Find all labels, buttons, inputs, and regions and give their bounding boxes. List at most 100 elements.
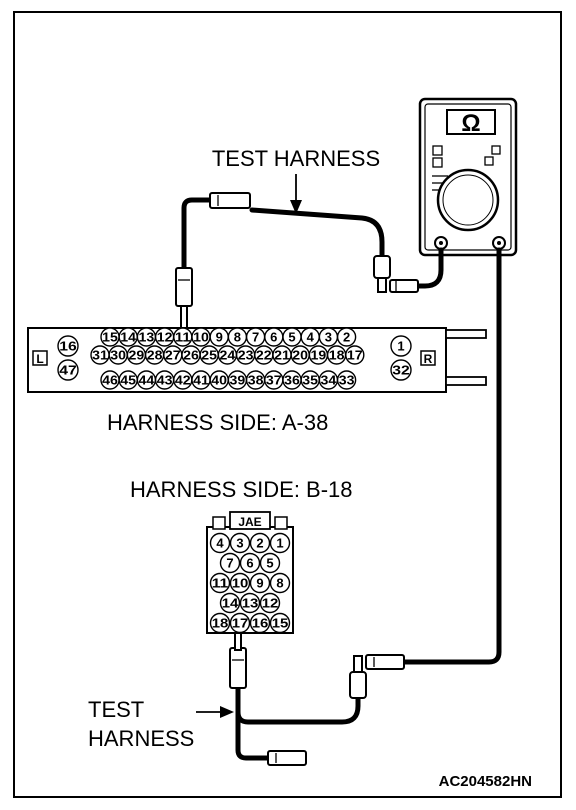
a38-pin-38-label: 38 [248, 373, 264, 388]
a38-pin-25: 25 [199, 345, 219, 365]
a38-pin-39: 39 [227, 370, 248, 390]
a38-pin-45: 45 [118, 370, 138, 390]
a38-pin-18-label: 18 [329, 348, 345, 363]
ohm-symbol: Ω [461, 110, 480, 137]
a38-pin-7: 7 [245, 327, 266, 347]
a38-pin-28-label: 28 [147, 348, 163, 363]
a38-pin-9: 9 [209, 327, 229, 347]
a38-pin-8: 8 [227, 327, 248, 347]
a38-pin-29-label: 29 [129, 348, 145, 363]
a38-pin-16-label: 16 [59, 339, 77, 354]
b18-pin-6-label: 6 [246, 556, 253, 571]
a38-pin-20-label: 20 [292, 348, 308, 363]
a38-pin-13: 13 [136, 327, 157, 347]
a38-pin-3-label: 3 [325, 330, 332, 345]
a38-pin-25-label: 25 [201, 348, 217, 363]
arrow-down-icon [290, 174, 302, 214]
a38-pin-31-label: 31 [92, 348, 108, 363]
a38-pin-37: 37 [264, 370, 284, 390]
b18-pin-1-label: 1 [276, 536, 283, 551]
a38-pin-26-label: 26 [183, 348, 199, 363]
b18-pin-2-label: 2 [256, 536, 263, 551]
a38-pin-43: 43 [154, 370, 175, 390]
connector-b18-tag: JAE [238, 515, 261, 529]
a38-pin-2-label: 2 [343, 330, 350, 345]
a38-pin-30-label: 30 [110, 348, 126, 363]
b18-pin-8: 8 [269, 572, 291, 594]
a38-pin-40-label: 40 [211, 373, 227, 388]
b18-pin-8-label: 8 [276, 576, 283, 591]
a38-pin-26: 26 [181, 345, 201, 365]
a38-pin-44-label: 44 [139, 373, 156, 388]
a38-pin-43-label: 43 [157, 373, 173, 388]
b18-pin-13-label: 13 [242, 596, 259, 611]
a38-pin-11: 11 [173, 327, 193, 347]
harness-side-a38-label: HARNESS SIDE: A-38 [107, 410, 328, 435]
b18-pin-17: 17 [229, 612, 251, 634]
harness-side-b18-label: HARNESS SIDE: B-18 [130, 477, 353, 502]
b18-pin-18: 18 [209, 612, 231, 634]
a38-pin-46: 46 [100, 370, 120, 390]
a38-pin-28: 28 [144, 345, 165, 365]
b18-pin-12-label: 12 [262, 596, 279, 611]
top-harness-plugs [175, 192, 419, 329]
a38-pin-23: 23 [235, 345, 256, 365]
a38-pin-31: 31 [90, 345, 110, 365]
a38-pin-30: 30 [108, 345, 128, 365]
b18-pin-9-label: 9 [256, 576, 263, 591]
a38-pin-10: 10 [191, 327, 211, 347]
a38-pin-18: 18 [326, 345, 347, 365]
a38-pin-15: 15 [100, 327, 120, 347]
b18-pin-5-label: 5 [266, 556, 273, 571]
a38-pin-17-label: 17 [347, 348, 363, 363]
a38-pin-23-label: 23 [238, 348, 254, 363]
b18-pin-6: 6 [239, 552, 261, 574]
b18-pin-3-label: 3 [236, 536, 243, 551]
b18-pin-3: 3 [229, 532, 251, 554]
a38-pin-1-label: 1 [397, 339, 404, 354]
a38-pin-42: 42 [173, 370, 193, 390]
figure-code: AC204582HN [439, 773, 532, 790]
a38-pin-46-label: 46 [102, 373, 118, 388]
a38-pin-13-label: 13 [139, 330, 155, 345]
a38-pin-11-label: 11 [175, 330, 191, 345]
a38-pin-22-label: 22 [256, 348, 272, 363]
a38-pin-1: 1 [390, 335, 412, 357]
ohmmeter: Ω [418, 97, 518, 257]
a38-pin-10-label: 10 [193, 330, 209, 345]
test-harness-top-label: TEST HARNESS [212, 146, 380, 171]
b18-pin-10: 10 [229, 572, 251, 594]
a38-pin-6-label: 6 [270, 330, 277, 345]
a38-pin-20: 20 [290, 345, 310, 365]
a38-pin-9-label: 9 [216, 330, 223, 345]
b18-pin-16-label: 16 [252, 616, 269, 631]
a38-pin-14-label: 14 [120, 330, 137, 345]
figure-frame [13, 11, 562, 798]
connector-right-tag: R [424, 352, 433, 366]
a38-pin-42-label: 42 [175, 373, 191, 388]
b18-pin-15-label: 15 [272, 616, 289, 631]
connector-left-tag: L [36, 352, 43, 366]
a38-pin-38: 38 [245, 370, 266, 390]
a38-pin-5-label: 5 [288, 330, 295, 345]
a38-pin-35: 35 [300, 370, 320, 390]
a38-pin-15-label: 15 [102, 330, 118, 345]
a38-pin-12-label: 12 [157, 330, 173, 345]
a38-pin-3: 3 [318, 327, 339, 347]
test-harness-bottom-label-line2: HARNESS [88, 726, 194, 751]
a38-pin-36: 36 [282, 370, 302, 390]
b18-pin-7: 7 [219, 552, 241, 574]
a38-pin-41-label: 41 [193, 373, 209, 388]
a38-pin-17: 17 [345, 345, 365, 365]
a38-pin-27: 27 [163, 345, 183, 365]
a38-pin-24: 24 [217, 345, 238, 365]
a38-pin-8-label: 8 [234, 330, 241, 345]
a38-pin-35-label: 35 [302, 373, 318, 388]
a38-pin-40: 40 [209, 370, 229, 390]
b18-pin-14-label: 14 [222, 596, 239, 611]
b18-pin-18-label: 18 [212, 616, 229, 631]
a38-pin-27-label: 27 [165, 348, 181, 363]
a38-pin-16: 16 [57, 335, 79, 357]
